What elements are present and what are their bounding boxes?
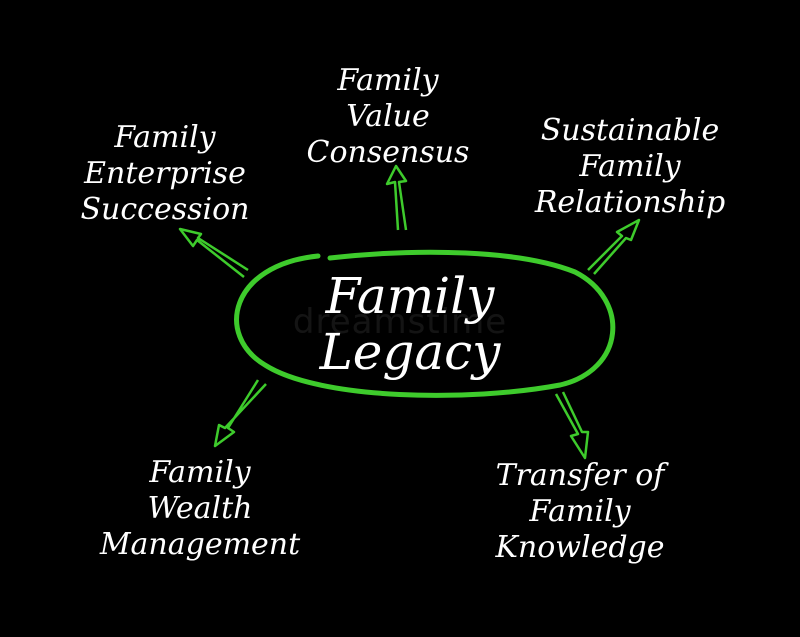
node-line: Family <box>529 494 631 529</box>
arrow-to-wealth-management <box>213 379 267 448</box>
node-line: Succession <box>80 192 250 227</box>
node-line: Family <box>114 120 216 155</box>
arrow-to-enterprise-succession <box>178 227 249 278</box>
node-wealth-management: Family Wealth Management <box>75 455 325 563</box>
node-line: Management <box>99 527 301 562</box>
node-line: Family <box>579 149 681 184</box>
node-line: Family <box>149 455 251 490</box>
watermark: dreamstime <box>292 302 508 342</box>
node-line: Family <box>337 63 439 98</box>
arrow-to-value-consensus <box>385 164 408 231</box>
node-line: Consensus <box>306 135 470 170</box>
node-line: Relationship <box>534 185 726 220</box>
node-value-consensus: Family Value Consensus <box>278 63 498 171</box>
node-line: Value <box>346 99 430 134</box>
node-sustainable-relationship: Sustainable Family Relationship <box>510 113 750 221</box>
arrow-to-transfer-knowledge <box>554 391 590 460</box>
node-line: Wealth <box>147 491 253 526</box>
node-line: Transfer of <box>495 458 665 493</box>
center-title: Family Legacy <box>270 268 550 380</box>
center-title-line-2: Legacy <box>319 323 501 381</box>
center-title-line-1: Family <box>325 267 495 325</box>
node-line: Knowledge <box>495 530 665 565</box>
node-enterprise-succession: Family Enterprise Succession <box>55 120 275 228</box>
node-line: Enterprise <box>84 156 246 191</box>
node-line: Sustainable <box>540 113 720 148</box>
center-ellipse <box>234 249 616 398</box>
node-transfer-knowledge: Transfer of Family Knowledge <box>470 458 690 566</box>
arrow-to-sustainable-relationship <box>587 218 641 275</box>
